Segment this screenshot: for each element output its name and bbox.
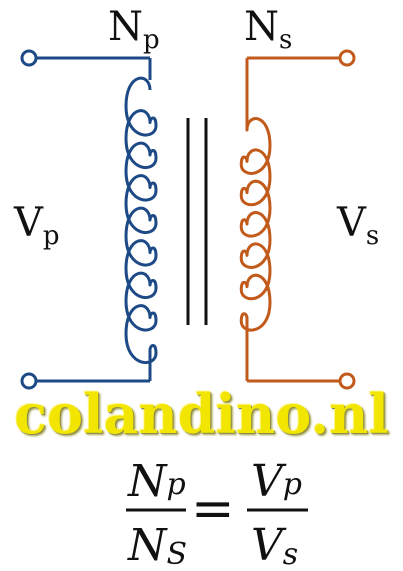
equation-lhs-numerator: Np bbox=[127, 456, 186, 507]
secondary-coil bbox=[239, 117, 272, 332]
watermark: colandino.nl bbox=[14, 382, 389, 446]
secondary-circuit bbox=[239, 49, 356, 390]
primary-bottom-terminal bbox=[20, 372, 38, 390]
secondary-bottom-terminal bbox=[338, 372, 356, 390]
secondary-turns-label: Ns bbox=[244, 4, 292, 55]
primary-turns-label: Np bbox=[108, 4, 160, 55]
equation-rhs-numerator: Vp bbox=[251, 456, 302, 507]
secondary-top-terminal bbox=[338, 49, 356, 67]
secondary-voltage-label: Vs bbox=[336, 200, 379, 251]
equation-equals-sign: = bbox=[191, 479, 235, 539]
turns-ratio-equation: Np NS = Vp Vs bbox=[126, 456, 308, 571]
equation-lhs-denominator: NS bbox=[127, 520, 187, 571]
transformer-core bbox=[186, 118, 208, 325]
primary-circuit bbox=[20, 49, 158, 390]
primary-voltage-label: Vp bbox=[13, 200, 60, 251]
primary-top-terminal bbox=[20, 49, 38, 67]
equation-rhs-denominator: Vs bbox=[251, 520, 298, 571]
primary-coil bbox=[124, 76, 158, 364]
